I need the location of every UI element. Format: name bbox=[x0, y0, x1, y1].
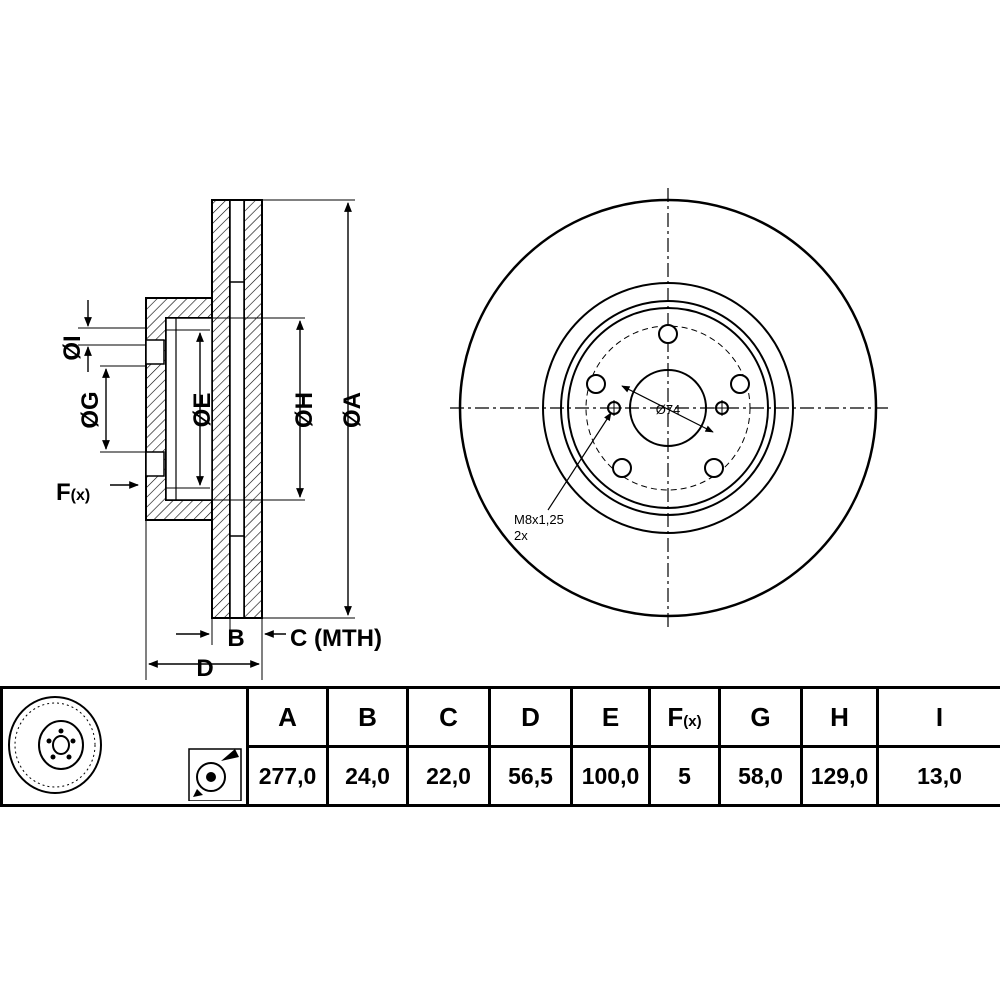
threaded-holes bbox=[606, 400, 730, 416]
brake-disc-icon bbox=[8, 696, 102, 794]
label-d: D bbox=[196, 655, 213, 682]
technical-drawing: ØI ØG ØE ØH ØA F(x) B C (MTH) D bbox=[56, 188, 888, 682]
hub-bore-lower bbox=[145, 451, 165, 477]
label-thread: M8x1,25 bbox=[514, 512, 564, 527]
vent-channel bbox=[229, 199, 245, 619]
label-thread-count: 2x bbox=[514, 528, 528, 543]
label-f-main: F bbox=[56, 479, 71, 506]
spec-table: A B C D E F(x) G H I 277,0 24,0 22,0 56,… bbox=[0, 686, 1000, 807]
header-h: H bbox=[800, 686, 879, 748]
thread-leader bbox=[547, 412, 612, 511]
bolt-hole bbox=[730, 374, 750, 394]
label-dia-e: ØE bbox=[189, 393, 216, 428]
bolt-hole bbox=[658, 324, 678, 344]
header-f-sub: (x) bbox=[683, 712, 702, 730]
value-f: 5 bbox=[648, 745, 721, 807]
header-d: D bbox=[488, 686, 573, 748]
header-a: A bbox=[246, 686, 329, 748]
thumbnail-cell bbox=[0, 686, 249, 807]
thumbnail-drawing bbox=[8, 696, 242, 801]
hub-inner-face bbox=[165, 317, 213, 501]
hub-outer-circle bbox=[560, 300, 776, 516]
disc-inner-plate bbox=[243, 199, 263, 619]
header-f: F(x) bbox=[648, 686, 721, 748]
hub-step-circle bbox=[567, 307, 769, 509]
label-c: C (MTH) bbox=[290, 625, 382, 652]
label-b: B bbox=[227, 625, 244, 652]
label-dia-i: ØI bbox=[59, 335, 86, 360]
bolt-hole bbox=[612, 458, 632, 478]
bolt-holes bbox=[586, 324, 750, 478]
front-view: Ø74 M8x1,25 2x bbox=[450, 188, 888, 630]
friction-inner-circle bbox=[542, 282, 794, 534]
wear-indicator-icon bbox=[188, 748, 242, 801]
value-g: 58,0 bbox=[718, 745, 803, 807]
header-g: G bbox=[718, 686, 803, 748]
center-dim-line bbox=[621, 385, 714, 433]
side-section-view: ØI ØG ØE ØH ØA F(x) B C (MTH) D bbox=[56, 199, 382, 682]
header-e: E bbox=[570, 686, 651, 748]
header-f-main: F bbox=[667, 701, 684, 732]
header-b: B bbox=[326, 686, 409, 748]
disc-outer-circle bbox=[458, 198, 878, 618]
hub-bore-upper bbox=[145, 339, 165, 365]
value-c: 22,0 bbox=[406, 745, 491, 807]
value-a: 277,0 bbox=[246, 745, 329, 807]
label-dia-a: ØA bbox=[339, 392, 366, 428]
value-e: 100,0 bbox=[570, 745, 651, 807]
header-i: I bbox=[876, 686, 1000, 748]
header-c: C bbox=[406, 686, 491, 748]
value-i: 13,0 bbox=[876, 745, 1000, 807]
label-center-hole: Ø74 bbox=[656, 402, 681, 417]
spec-header-row: A B C D E F(x) G H I bbox=[0, 686, 1000, 807]
value-d: 56,5 bbox=[488, 745, 573, 807]
value-b: 24,0 bbox=[326, 745, 409, 807]
spec-values-row: 277,0 24,0 22,0 56,5 100,0 5 58,0 129,0 … bbox=[2, 745, 1000, 807]
bolt-hole bbox=[704, 458, 724, 478]
value-h: 129,0 bbox=[800, 745, 879, 807]
bolt-hole bbox=[586, 374, 606, 394]
label-dia-h: ØH bbox=[291, 392, 318, 428]
label-dia-g: ØG bbox=[77, 391, 104, 428]
label-f: F(x) bbox=[56, 479, 90, 506]
label-f-sub: (x) bbox=[71, 487, 91, 504]
